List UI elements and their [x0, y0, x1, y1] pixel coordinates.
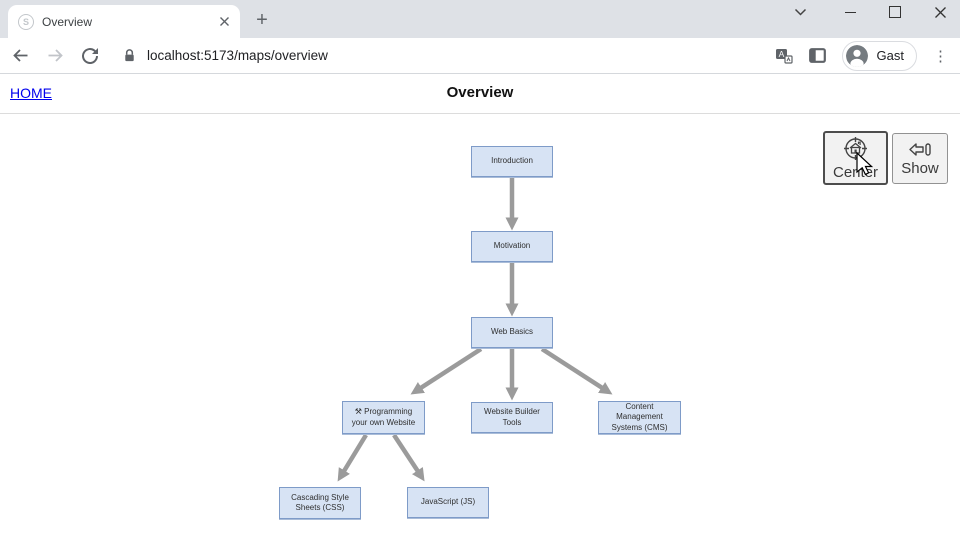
menu-kebab-icon[interactable]: ⋮ — [933, 47, 948, 65]
forward-icon[interactable] — [47, 48, 64, 63]
edge-arrows — [337, 178, 613, 482]
tab-search-chevron-icon[interactable] — [785, 0, 815, 24]
home-link[interactable]: HOME — [10, 85, 52, 101]
window-maximize-icon[interactable] — [880, 0, 910, 24]
show-button[interactable]: Show — [892, 133, 948, 184]
map-canvas[interactable]: Introduction Motivation Web Basics ⚒ Pro… — [0, 114, 960, 540]
browser-toolbar: localhost:5173/maps/overview A — [0, 38, 960, 74]
tab-favicon-icon: S — [18, 13, 34, 30]
tab-strip: S Overview + — [0, 0, 960, 38]
tab-title: Overview — [42, 14, 93, 29]
reload-icon[interactable] — [82, 47, 98, 64]
window-minimize-icon[interactable] — [835, 0, 865, 24]
window-close-icon[interactable] — [925, 0, 955, 24]
page-header: HOME Overview — [0, 74, 960, 114]
node-programming-own-website[interactable]: ⚒ Programming your own Website — [342, 401, 425, 434]
node-introduction[interactable]: Introduction — [471, 146, 553, 177]
node-motivation[interactable]: Motivation — [471, 231, 553, 262]
lock-icon — [125, 49, 134, 62]
page-title: Overview — [446, 84, 514, 101]
mouse-cursor — [856, 152, 873, 176]
side-panel-icon[interactable] — [808, 48, 826, 63]
url-text[interactable]: localhost:5173/maps/overview — [147, 48, 328, 63]
show-button-label: Show — [901, 159, 939, 177]
back-icon[interactable] — [12, 48, 29, 63]
translate-icon[interactable]: A — [775, 48, 793, 64]
tab-overview[interactable]: S Overview — [8, 5, 240, 38]
address-bar[interactable]: localhost:5173/maps/overview — [122, 48, 775, 63]
svg-text:A: A — [778, 48, 784, 58]
node-javascript[interactable]: JavaScript (JS) — [407, 487, 489, 518]
profile-name: Gast — [876, 48, 904, 63]
node-web-basics[interactable]: Web Basics — [471, 317, 553, 348]
node-cascading-style-sheets[interactable]: Cascading Style Sheets (CSS) — [279, 487, 361, 519]
profile-button[interactable]: Gast — [841, 40, 917, 71]
center-home-target-icon — [842, 135, 869, 162]
avatar — [845, 44, 868, 67]
node-website-builder-tools[interactable]: Website Builder Tools — [471, 402, 553, 433]
node-content-management-systems[interactable]: Content Management Systems (CMS) — [598, 401, 681, 434]
arrow-left-to-bar-icon — [908, 141, 933, 158]
new-tab-button[interactable]: + — [256, 8, 268, 31]
tab-close-icon[interactable] — [219, 16, 230, 27]
